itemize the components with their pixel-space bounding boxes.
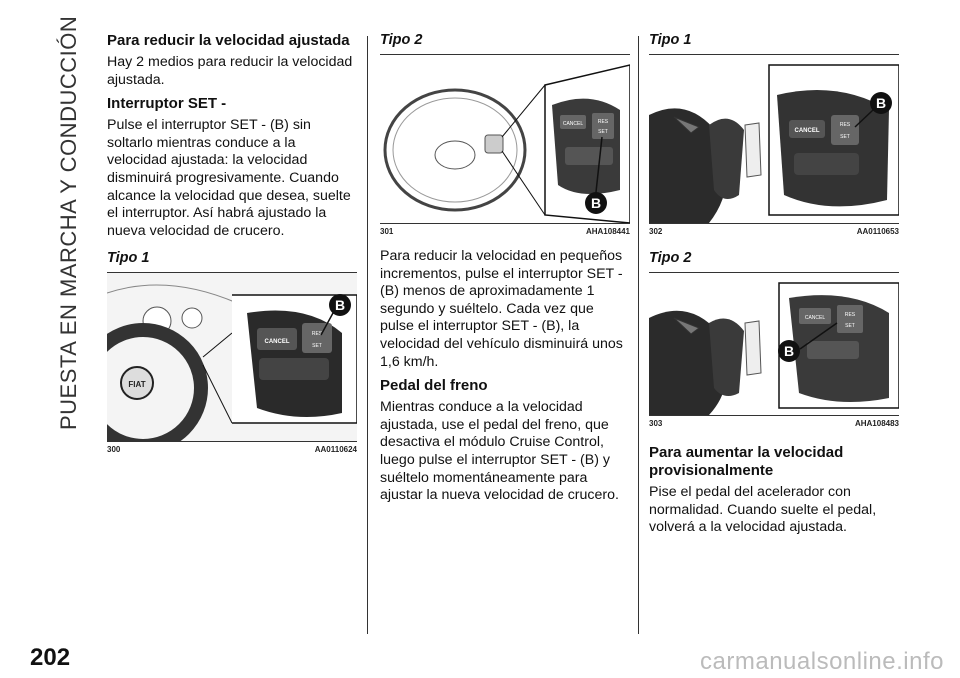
figure-bottom-rule — [649, 223, 899, 224]
figure-caption: 301 AHA108441 — [380, 227, 630, 236]
label-b-marker: B — [876, 95, 886, 111]
stalk-switch-illustration: CANCEL RES SET B — [649, 273, 899, 415]
cancel-button-label: CANCEL — [805, 315, 826, 321]
figure-303: CANCEL RES SET B 303 AHA108483 — [649, 272, 899, 428]
cancel-button-label: CANCEL — [265, 339, 290, 345]
set-label: SET — [845, 323, 855, 329]
label-b-marker: B — [335, 297, 345, 313]
steering-wheel-illustration: CANCEL RES SET B — [380, 55, 630, 223]
figure-caption: 302 AA0110653 — [649, 227, 899, 236]
set-label: SET — [312, 343, 322, 349]
column-divider-1 — [367, 36, 368, 634]
figure-caption: 300 AA0110624 — [107, 445, 357, 454]
increase-speed-paragraph: Pise el pedal del acelerador con normali… — [649, 484, 877, 536]
figure-code: AA0110653 — [856, 227, 899, 236]
cancel-button-label: CANCEL — [563, 121, 584, 127]
column-3: Tipo 1 CANCEL RES SET B 302 AA0110653 Ti… — [649, 32, 899, 543]
column-1: Para reducir la velocidad ajustada Hay 2… — [107, 32, 357, 454]
figure-code: AHA108483 — [854, 419, 899, 428]
stalk-switch-illustration: CANCEL RES SET B — [649, 55, 899, 223]
column-2: Tipo 2 CANCEL RES SET B 301 AHA108441 — [380, 32, 630, 511]
figure-caption: 303 AHA108483 — [649, 419, 899, 428]
small-increments-paragraph: Para reducir la velocidad en pequeños in… — [380, 248, 623, 370]
heading-brake-pedal: Pedal del freno — [380, 377, 488, 395]
heading-reduce-speed: Para reducir la velocidad ajustada — [107, 32, 350, 49]
tipo-label-1: Tipo 1 — [649, 32, 692, 48]
page-number: 202 — [30, 644, 71, 671]
figure-top-rule — [380, 54, 630, 55]
tipo-label: Tipo 1 — [107, 250, 150, 267]
section-side-title: PUESTA EN MARCHA Y CONDUCCIÓN — [56, 15, 81, 430]
figure-number: 301 — [380, 227, 394, 236]
set-label: SET — [840, 134, 850, 140]
set-switch-paragraph: Pulse el interruptor SET - (B) sin solta… — [107, 117, 351, 239]
watermark: carmanualsonline.info — [700, 648, 944, 675]
label-b-marker: B — [784, 343, 794, 359]
intro-paragraph: Hay 2 medios para reducir la velocidad a… — [107, 54, 353, 88]
figure-top-rule — [649, 272, 899, 273]
steering-wheel-illustration: FIAT CANCEL RES SET B — [107, 273, 357, 442]
figure-302: CANCEL RES SET B 302 AA0110653 — [649, 54, 899, 236]
cancel-button-label: CANCEL — [795, 128, 820, 134]
figure-301: CANCEL RES SET B 301 AHA108441 — [380, 54, 630, 236]
res-label: RES — [845, 312, 856, 318]
figure-top-rule — [107, 272, 357, 274]
brake-pedal-paragraph: Mientras conduce a la velocidad ajustada… — [380, 399, 619, 504]
res-label: RES — [840, 122, 851, 128]
figure-bottom-rule — [107, 441, 357, 443]
svg-text:FIAT: FIAT — [128, 380, 145, 389]
figure-bottom-rule — [649, 415, 899, 416]
column-divider-2 — [638, 36, 639, 634]
heading-increase-speed: Para aumentar la velocidad provisionalme… — [649, 444, 844, 479]
res-label: RES — [598, 119, 609, 125]
tipo-label: Tipo 2 — [380, 32, 423, 48]
tipo-label-2: Tipo 2 — [649, 250, 692, 266]
figure-top-rule — [649, 54, 899, 55]
figure-code: AHA108441 — [585, 227, 630, 236]
figure-code: AA0110624 — [314, 445, 357, 455]
figure-bottom-rule — [380, 223, 630, 224]
figure-number: 300 — [107, 445, 121, 455]
subheading-set-switch: Interruptor SET - — [107, 95, 227, 113]
figure-300: FIAT CANCEL RES SET B 300 AA0110624 — [107, 272, 357, 454]
figure-number: 302 — [649, 227, 663, 236]
label-b-marker: B — [591, 195, 601, 211]
res-label: RES — [312, 331, 323, 337]
set-label: SET — [598, 129, 608, 135]
figure-number: 303 — [649, 419, 663, 428]
